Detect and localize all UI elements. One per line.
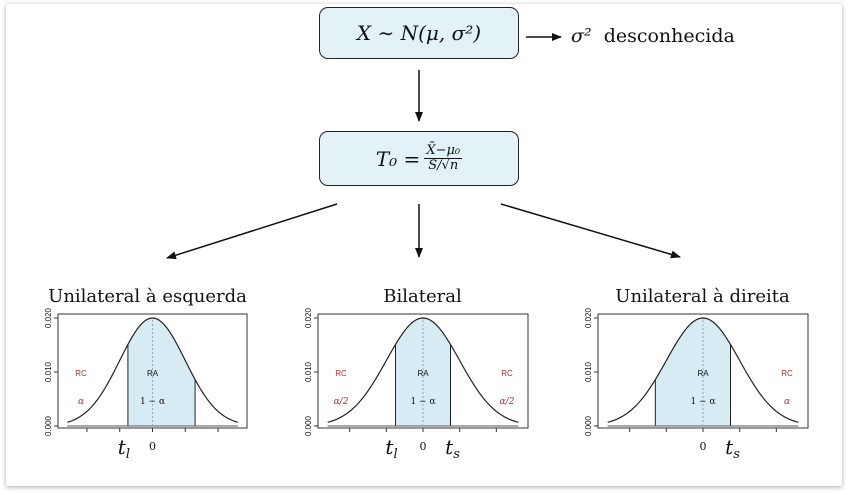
x-label-tl-sub: l	[126, 447, 130, 462]
distribution-node: X ∼ N(μ, σ²)	[319, 7, 519, 59]
x-label-zero: 0	[700, 440, 707, 453]
statistic-denominator: S/√n	[428, 158, 459, 173]
panel-title-center: Bilateral	[383, 286, 462, 307]
y-tick-label: 0.000	[584, 415, 593, 436]
density-curve	[67, 317, 238, 423]
rc-label-left: RC	[75, 369, 87, 378]
ra-label: RA	[697, 369, 709, 378]
statistic-fraction: X̄−μ₀ S/√n	[424, 143, 463, 173]
x-label-zero: 0	[149, 440, 156, 453]
statistic-numerator: X̄−μ₀	[424, 143, 463, 159]
density-curve	[607, 317, 799, 423]
x-label-ts: ts	[725, 435, 740, 462]
y-tick-label: 0.020	[584, 307, 593, 328]
panel-title-left: Unilateral à esquerda	[48, 286, 247, 307]
y-tick-label: 0.010	[304, 361, 313, 382]
ra-probability: 1 − α	[410, 397, 435, 407]
y-tick-label: 0.020	[44, 307, 53, 328]
density-curve	[327, 317, 519, 423]
ra-label: RA	[147, 369, 159, 378]
y-tick-label: 0.000	[44, 415, 53, 436]
x-label-ts: ts	[445, 435, 460, 462]
y-tick-label: 0.020	[304, 307, 313, 328]
x-label-zero: 0	[420, 440, 427, 453]
y-tick-label: 0.010	[44, 361, 53, 382]
x-label-tl: tl	[118, 435, 130, 462]
alpha-label-right: α/2	[500, 397, 515, 407]
acceptance-region	[655, 318, 731, 426]
y-tick-label: 0.000	[304, 415, 313, 436]
x-label-tl-sub: l	[393, 447, 397, 462]
variance-unknown-note: σ² desconhecida	[571, 25, 735, 47]
panel-title-right: Unilateral à direita	[615, 286, 790, 307]
alpha-label-left: α	[78, 397, 84, 407]
acceptance-region	[127, 318, 196, 426]
statistic-lhs: T₀ =	[375, 146, 421, 171]
distribution-formula: X ∼ N(μ, σ²)	[356, 21, 482, 45]
x-label-tl: tl	[385, 435, 397, 462]
x-label-ts-sub: s	[453, 447, 460, 462]
ra-probability: 1 − α	[690, 397, 715, 407]
alpha-label-left: α/2	[334, 397, 349, 407]
y-tick-label: 0.010	[584, 361, 593, 382]
ra-label: RA	[417, 369, 429, 378]
rc-label-right: RC	[781, 369, 793, 378]
test-statistic-node: T₀ = X̄−μ₀ S/√n	[319, 131, 519, 186]
ra-probability: 1 − α	[140, 397, 165, 407]
x-label-ts-sub: s	[733, 447, 740, 462]
sigma-squared: σ²	[571, 25, 592, 47]
rc-label-right: RC	[501, 369, 513, 378]
unknown-label: desconhecida	[603, 25, 735, 47]
rc-label-left: RC	[335, 369, 347, 378]
alpha-label-right: α	[784, 397, 790, 407]
